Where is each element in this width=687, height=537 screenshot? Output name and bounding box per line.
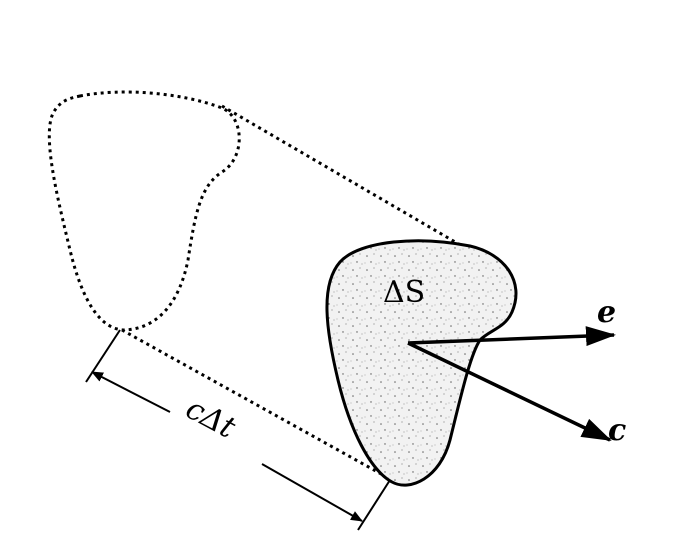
- upper-generator-line: [221, 104, 463, 248]
- delta-s-label: ΔS: [383, 275, 425, 310]
- velocity-c-arrow: [407, 341, 612, 442]
- dimension-line-right: [261, 463, 363, 522]
- dimension-tick-start: [85, 329, 121, 383]
- e-label: e: [597, 295, 616, 330]
- dimension-tick-end: [357, 479, 391, 531]
- surface-element-delta-s: [325, 239, 518, 487]
- lower-generator-line: [121, 328, 393, 482]
- dimension-line-left: [91, 371, 171, 413]
- c-delta-t-label: cΔt: [180, 391, 242, 446]
- unit-vector-e-arrow: [407, 326, 616, 347]
- back-cross-section-outline: [47, 90, 241, 332]
- c-label: c: [608, 413, 626, 448]
